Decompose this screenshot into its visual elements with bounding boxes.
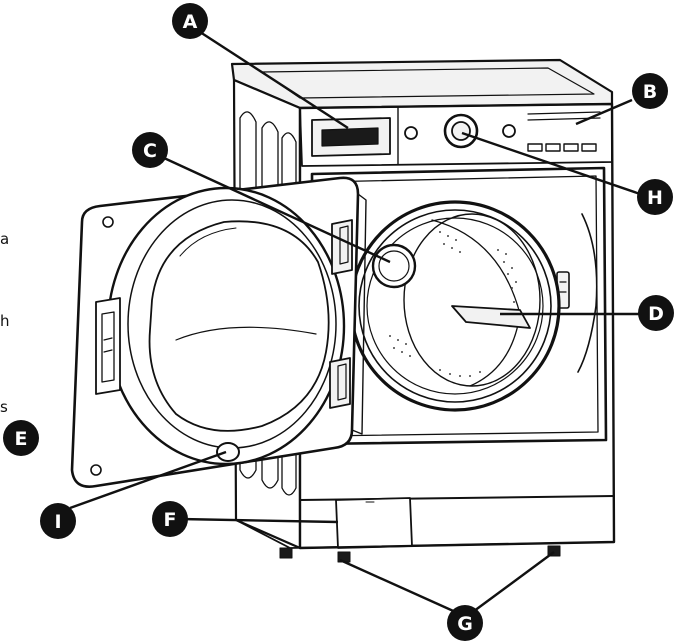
label-i-marker [40, 503, 76, 539]
label-f: F [152, 501, 188, 537]
label-h-marker [637, 179, 673, 215]
label-d: D [638, 295, 674, 331]
label-b: B [632, 73, 668, 109]
label-a: A [172, 3, 208, 39]
label-g-marker [447, 605, 483, 641]
label-h-text: H [647, 187, 663, 209]
label-f-text: F [164, 509, 177, 531]
leader-g1 [339, 558, 461, 616]
leader-a [199, 30, 349, 130]
label-c-text: C [143, 140, 157, 162]
washer-door [70, 176, 367, 488]
label-g-text: G [457, 613, 473, 635]
label-d-text: D [648, 303, 664, 325]
leader-h [461, 131, 647, 198]
leader-lines [69, 30, 647, 616]
label-e-text: E [15, 428, 28, 450]
leader-f [179, 517, 339, 524]
leader-g2 [469, 551, 555, 615]
label-f-marker [152, 501, 188, 537]
edge-text-2: h [0, 312, 10, 330]
label-i: I [40, 503, 76, 539]
leader-c [163, 156, 391, 264]
edge-text-3: s [0, 398, 8, 416]
label-h: H [637, 179, 673, 215]
edge-text-1: a [0, 230, 9, 248]
label-c-marker [132, 132, 168, 168]
label-b-text: B [643, 81, 657, 103]
label-e: E [3, 420, 39, 456]
label-a-text: A [183, 11, 198, 33]
leader-i [69, 450, 227, 510]
label-g: G [447, 605, 483, 641]
leader-b [575, 98, 633, 126]
label-i-text: I [54, 511, 61, 533]
label-b-marker [632, 73, 668, 109]
label-e-marker [3, 420, 39, 456]
label-d-marker [638, 295, 674, 331]
label-a-marker [172, 3, 208, 39]
label-c: C [132, 132, 168, 168]
